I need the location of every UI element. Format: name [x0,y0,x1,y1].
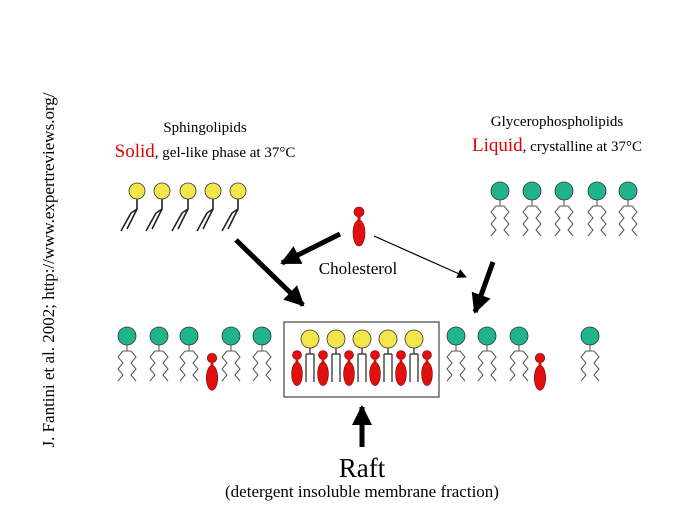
arrow-cholesterol-to-right [373,235,467,278]
glycerophospholipid-icon [252,326,272,382]
raft-sphingolipid-icon [352,329,372,382]
glycerophospholipid-icon [117,326,137,382]
sphingolipids-phase: Solid, gel-like phase at 37°C [115,141,296,162]
solid-phase-rest: , gel-like phase at 37°C [155,145,296,161]
glycerophospholipid-icon [446,326,466,382]
cholesterol-molecule-icon [352,206,366,247]
glycerophospholipid-icon [618,181,638,237]
sphingolipid-icon [221,182,247,232]
glycerophospholipid-icon [490,181,510,237]
liquid-word: Liquid [472,135,523,156]
membrane-bilayer [117,326,600,391]
raft-sphingolipid-icon [326,329,346,382]
cholesterol-icon [206,352,219,391]
sphingolipid-icon [171,182,197,232]
glycerophospholipid-icon [509,326,529,382]
cholesterol-icon [343,350,355,386]
raft-title: Raft [339,453,386,483]
glycerophospholipids-phase: Liquid, crystalline at 37°C [472,135,642,156]
glycerophospholipid-icon [477,326,497,382]
arrow-sphingo-to-raft [234,238,305,307]
cholesterol-icon [352,206,366,247]
glycerophospholipid-icon [179,326,199,382]
raft-sphingolipid-icon [378,329,398,382]
cholesterol-icon [421,350,433,386]
glycerophospholipid-group [490,181,638,237]
sphingolipid-group [120,182,247,232]
glycerophospholipid-icon [149,326,169,382]
glycerophospholipid-icon [522,181,542,237]
arrow-cholesterol-to-left [280,231,342,266]
glycerophospholipid-icon [554,181,574,237]
credit-text: J. Fantini et al. 2002; http://www.exper… [39,92,58,447]
sphingolipid-icon [196,182,222,232]
raft-box [283,321,440,398]
arrow-glycero-to-membrane [471,261,496,314]
glycerophospholipid-icon [580,326,600,382]
sphingolipids-title: Sphingolipids [163,120,247,136]
cholesterol-label: Cholesterol [319,259,398,278]
cholesterol-icon [369,350,381,386]
cholesterol-icon [317,350,329,386]
cholesterol-icon [395,350,407,386]
sphingolipid-icon [145,182,171,232]
glycerophospholipid-icon [221,326,241,382]
liquid-phase-rest: , crystalline at 37°C [523,139,642,155]
glycerophospholipid-icon [587,181,607,237]
glycerophospholipids-title: Glycerophospholipids [491,114,624,130]
sphingolipid-icon [120,182,146,232]
cholesterol-icon [291,350,303,386]
solid-word: Solid [115,141,156,162]
cholesterol-icon [533,352,546,391]
raft-sphingolipid-icon [300,329,320,382]
raft-sphingolipid-icon [404,329,424,382]
raft-subtitle: (detergent insoluble membrane fraction) [225,482,499,501]
